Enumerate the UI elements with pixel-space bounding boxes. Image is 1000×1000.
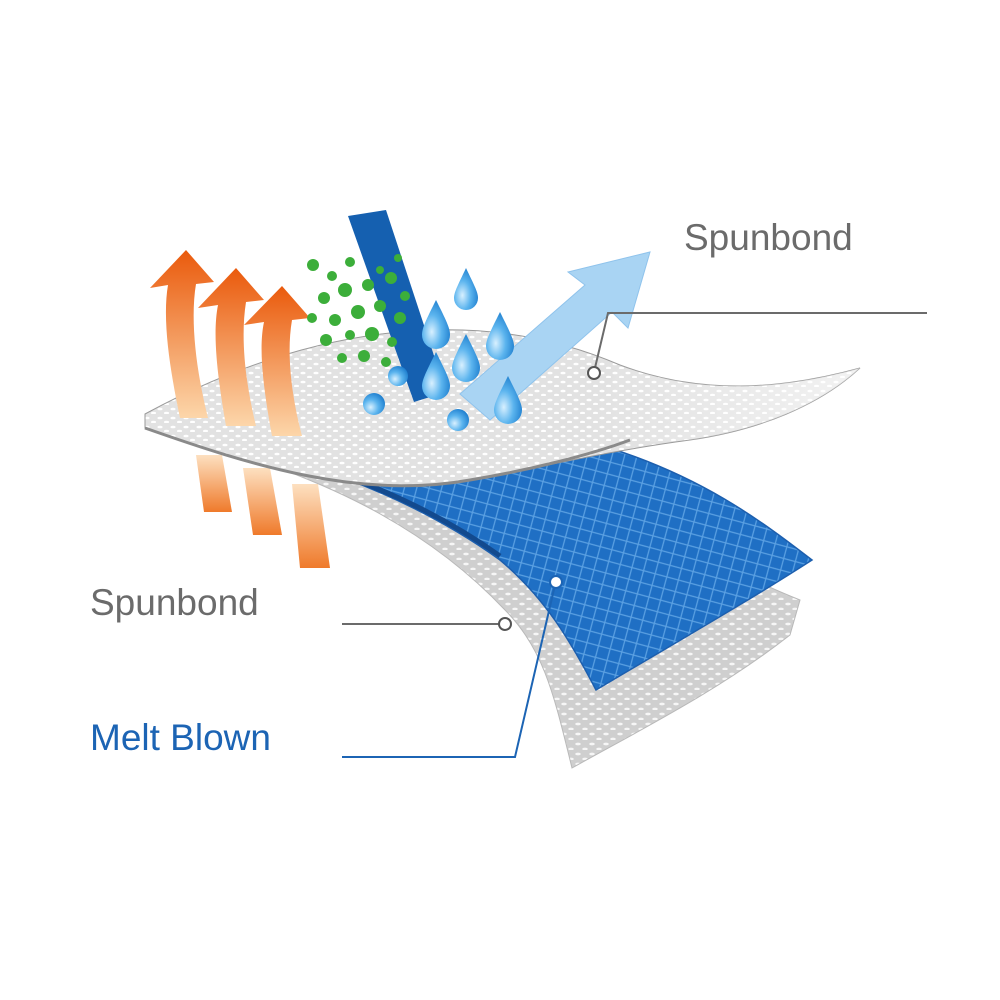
water-drop-icon	[422, 352, 450, 400]
heat-arrow-icon	[244, 286, 310, 436]
water-drop-icon	[494, 376, 522, 424]
label-top-spunbond: Spunbond	[684, 217, 853, 258]
leader-lines	[342, 312, 927, 758]
heat-arrow-icon	[196, 455, 232, 512]
heat-arrow-icon	[292, 484, 330, 568]
heat-arrows	[150, 250, 310, 436]
water-bead-icon	[363, 393, 385, 415]
water-bead-icon	[388, 366, 408, 386]
label-melt-blown: Melt Blown	[90, 717, 271, 758]
water-bead-icon	[447, 409, 469, 431]
water-drop-icon	[486, 312, 514, 360]
particle-dot-icon	[307, 259, 319, 271]
water-droplets	[363, 268, 522, 431]
water-drop-icon	[422, 300, 450, 349]
water-drop-icon	[454, 268, 478, 310]
particle-cluster	[307, 254, 410, 367]
water-drop-icon	[452, 334, 480, 382]
leader-top-spunbond	[593, 312, 927, 373]
leader-melt-blown	[342, 584, 556, 758]
label-bottom-spunbond: Spunbond	[90, 582, 259, 623]
heat-arrow-icon	[243, 468, 282, 535]
heat-arrow-icon	[150, 250, 214, 418]
heat-arrow-icon	[198, 268, 264, 426]
blocked-stream-bar	[348, 210, 446, 402]
heat-arrow-tails	[196, 455, 330, 568]
